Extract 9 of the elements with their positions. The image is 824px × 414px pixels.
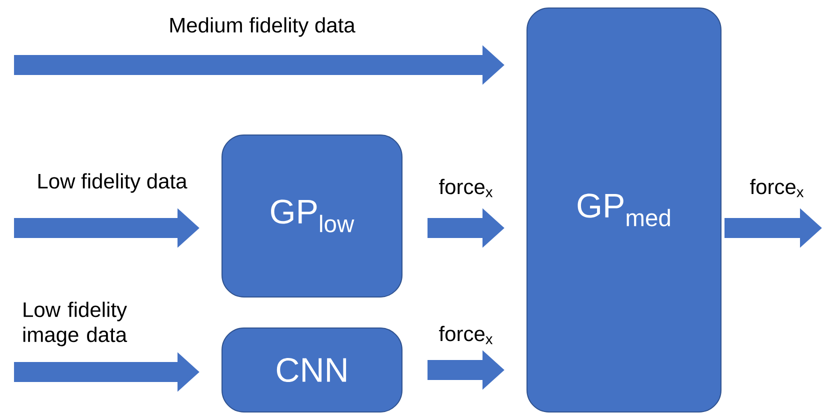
edge-label: force$_{x}$ — [439, 178, 493, 198]
edge-label: Low fidelity image data — [23, 302, 128, 346]
model-box: GP$_{med}$ — [526, 8, 722, 412]
model-box: CNN — [222, 328, 402, 412]
edge-label: force$_{x}$ — [750, 178, 804, 198]
edge-label: Medium fidelity data — [170, 17, 356, 37]
edge-label: Low fidelity data — [38, 173, 188, 193]
model-box: GP$_{low}$ — [222, 134, 402, 298]
edge-label: force$_{x}$ — [439, 326, 493, 344]
